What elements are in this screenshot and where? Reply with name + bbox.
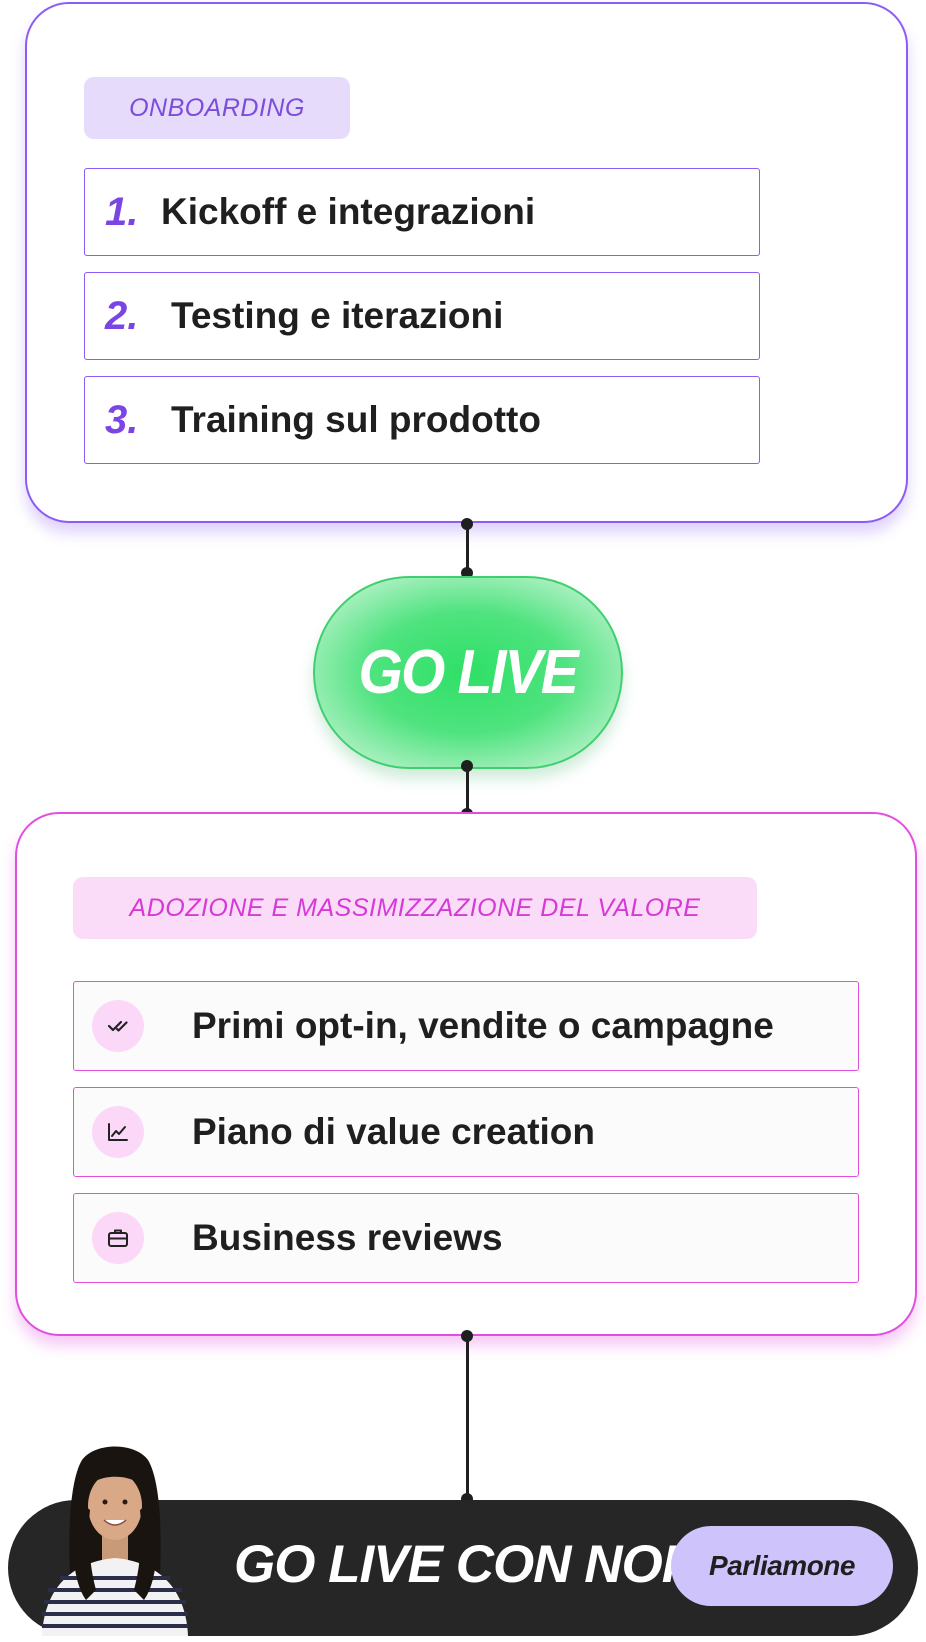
adoption-item-2: Piano di value creation (73, 1087, 859, 1177)
adoption-item-label: Primi opt-in, vendite o campagne (192, 1005, 774, 1047)
person-avatar (30, 1440, 195, 1636)
onboarding-step-3: 3. Training sul prodotto (84, 376, 760, 464)
step-label: Training sul prodotto (171, 399, 541, 441)
parliamone-button[interactable]: Parliamone (671, 1526, 893, 1606)
adoption-item-3: Business reviews (73, 1193, 859, 1283)
onboarding-step-1: 1. Kickoff e integrazioni (84, 168, 760, 256)
onboarding-badge: ONBOARDING (84, 77, 350, 139)
connector-dot (461, 518, 473, 530)
double-check-icon (92, 1000, 144, 1052)
adoption-item-1: Primi opt-in, vendite o campagne (73, 981, 859, 1071)
cta-title: GO LIVE CON NOI (234, 1534, 675, 1595)
connector-line (466, 1338, 469, 1500)
adoption-item-label: Business reviews (192, 1217, 503, 1259)
step-number: 1. (85, 190, 161, 235)
onboarding-step-2: 2. Testing e iterazioni (84, 272, 760, 360)
connector-dot (461, 760, 473, 772)
go-live-label: GO LIVE (359, 637, 577, 708)
step-number: 3. (85, 398, 171, 443)
go-live-milestone: GO LIVE (313, 576, 623, 769)
step-label: Testing e iterazioni (171, 295, 503, 337)
step-label: Kickoff e integrazioni (161, 191, 535, 233)
step-number: 2. (85, 294, 171, 339)
briefcase-icon (92, 1212, 144, 1264)
adoption-item-label: Piano di value creation (192, 1111, 595, 1153)
connector-dot (461, 1330, 473, 1342)
chart-line-icon (92, 1106, 144, 1158)
adoption-badge: ADOZIONE E MASSIMIZZAZIONE DEL VALORE (73, 877, 757, 939)
